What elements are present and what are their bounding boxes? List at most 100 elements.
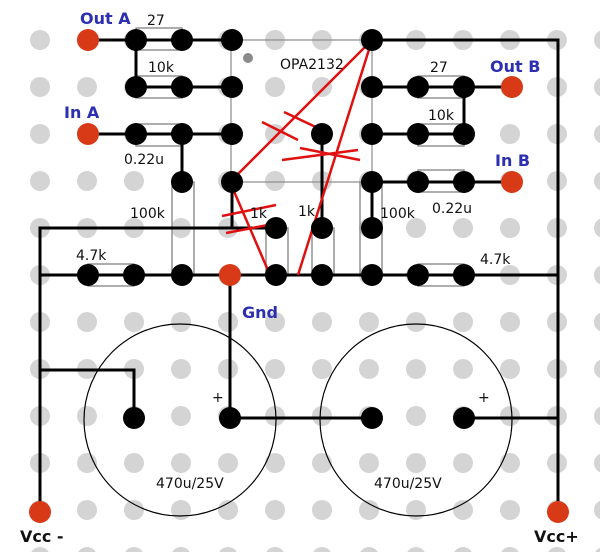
grid-dot: [312, 359, 332, 379]
grid-dot: [594, 171, 600, 191]
grid-dot: [30, 77, 50, 97]
solder-pad: [361, 76, 383, 98]
grid-dot: [265, 500, 285, 520]
gnd-terminal: [219, 264, 241, 286]
grid-dot: [594, 77, 600, 97]
grid-dot: [77, 171, 97, 191]
solder-pad: [311, 217, 333, 239]
grid-dot: [124, 171, 144, 191]
grid-dot: [594, 124, 600, 144]
solder-pad: [453, 264, 475, 286]
solder-pad: [311, 264, 333, 286]
grid-dot: [78, 547, 96, 552]
solder-pads: [77, 29, 475, 429]
grid-dot: [500, 453, 520, 473]
grid-dot: [218, 359, 238, 379]
grid-dot: [406, 312, 426, 332]
solder-pad: [125, 76, 147, 98]
trace-cuts: [221, 39, 374, 276]
solder-pad: [453, 76, 475, 98]
out-b-terminal: [501, 76, 523, 98]
solder-pad: [311, 123, 333, 145]
grid-dot: [359, 453, 379, 473]
grid-dot: [406, 453, 426, 473]
grid-dot: [453, 218, 473, 238]
grid-dot: [453, 359, 473, 379]
grid-dot: [407, 547, 425, 552]
cap-big-b-label: 470u/25V: [374, 476, 442, 492]
grid-dot: [265, 171, 285, 191]
gnd-label: Gnd: [242, 303, 278, 322]
r1k-a-label: 1k: [250, 206, 268, 222]
grid-dot: [77, 77, 97, 97]
grid-dot: [171, 500, 191, 520]
grid-dot: [500, 218, 520, 238]
grid-dot: [312, 453, 332, 473]
wires: [38, 38, 560, 514]
solder-pad: [221, 171, 243, 193]
grid-dot: [77, 406, 97, 426]
in-a-terminal: [77, 123, 99, 145]
chip-label: OPA2132: [280, 57, 344, 73]
grid-dot: [31, 547, 49, 552]
grid-dot: [171, 406, 191, 426]
grid-dot: [218, 312, 238, 332]
grid-dot: [172, 547, 190, 552]
grid-dot: [265, 312, 285, 332]
solder-pad: [125, 123, 147, 145]
vcc-minus-label: Vcc -: [20, 527, 64, 546]
grid-dot: [30, 124, 50, 144]
solder-pad: [361, 171, 383, 193]
solder-pad: [219, 407, 241, 429]
grid-dot: [312, 500, 332, 520]
grid-dot: [500, 500, 520, 520]
in-b-terminal: [501, 171, 523, 193]
grid-dot: [359, 359, 379, 379]
grid-dot: [312, 406, 332, 426]
solder-pad: [171, 264, 193, 286]
grid-dot: [266, 547, 284, 552]
r10k-a-label: 10k: [148, 60, 175, 76]
solder-pad: [407, 76, 429, 98]
solder-pad: [265, 264, 287, 286]
cap-big-a-label: 470u/25V: [156, 476, 224, 492]
vcc-plus-terminal: [547, 501, 569, 523]
c022-a-label: 0.22u: [124, 152, 164, 168]
solder-pad: [453, 123, 475, 145]
grid-dot: [501, 547, 519, 552]
r47k-a-label: 4.7k: [76, 248, 107, 264]
grid-dot: [406, 218, 426, 238]
perfboard-grid: [30, 30, 600, 552]
solder-pad: [407, 171, 429, 193]
grid-dot: [406, 359, 426, 379]
grid-dot: [124, 500, 144, 520]
solder-pad: [171, 29, 193, 51]
grid-dot: [30, 30, 50, 50]
grid-dot: [77, 500, 97, 520]
solder-pad: [265, 217, 287, 239]
grid-dot: [500, 124, 520, 144]
cap-big-b-outline: [319, 323, 513, 517]
grid-dot: [171, 453, 191, 473]
r10k-b-label: 10k: [428, 108, 455, 124]
grid-dot: [312, 312, 332, 332]
grid-dot: [453, 312, 473, 332]
grid-dot: [265, 453, 285, 473]
r100k-a-label: 100k: [130, 206, 166, 222]
grid-dot: [594, 265, 600, 285]
solder-pad: [123, 264, 145, 286]
solder-pad: [361, 264, 383, 286]
grid-dot: [265, 359, 285, 379]
grid-dot: [500, 359, 520, 379]
cap-a-plus-label: +: [212, 390, 224, 406]
grid-dot: [265, 124, 285, 144]
grid-dot: [594, 218, 600, 238]
grid-dot: [218, 500, 238, 520]
solder-pad: [171, 76, 193, 98]
grid-dot: [265, 77, 285, 97]
solder-pad: [407, 123, 429, 145]
solder-pad: [453, 407, 475, 429]
grid-dot: [124, 453, 144, 473]
grid-dot: [360, 547, 378, 552]
